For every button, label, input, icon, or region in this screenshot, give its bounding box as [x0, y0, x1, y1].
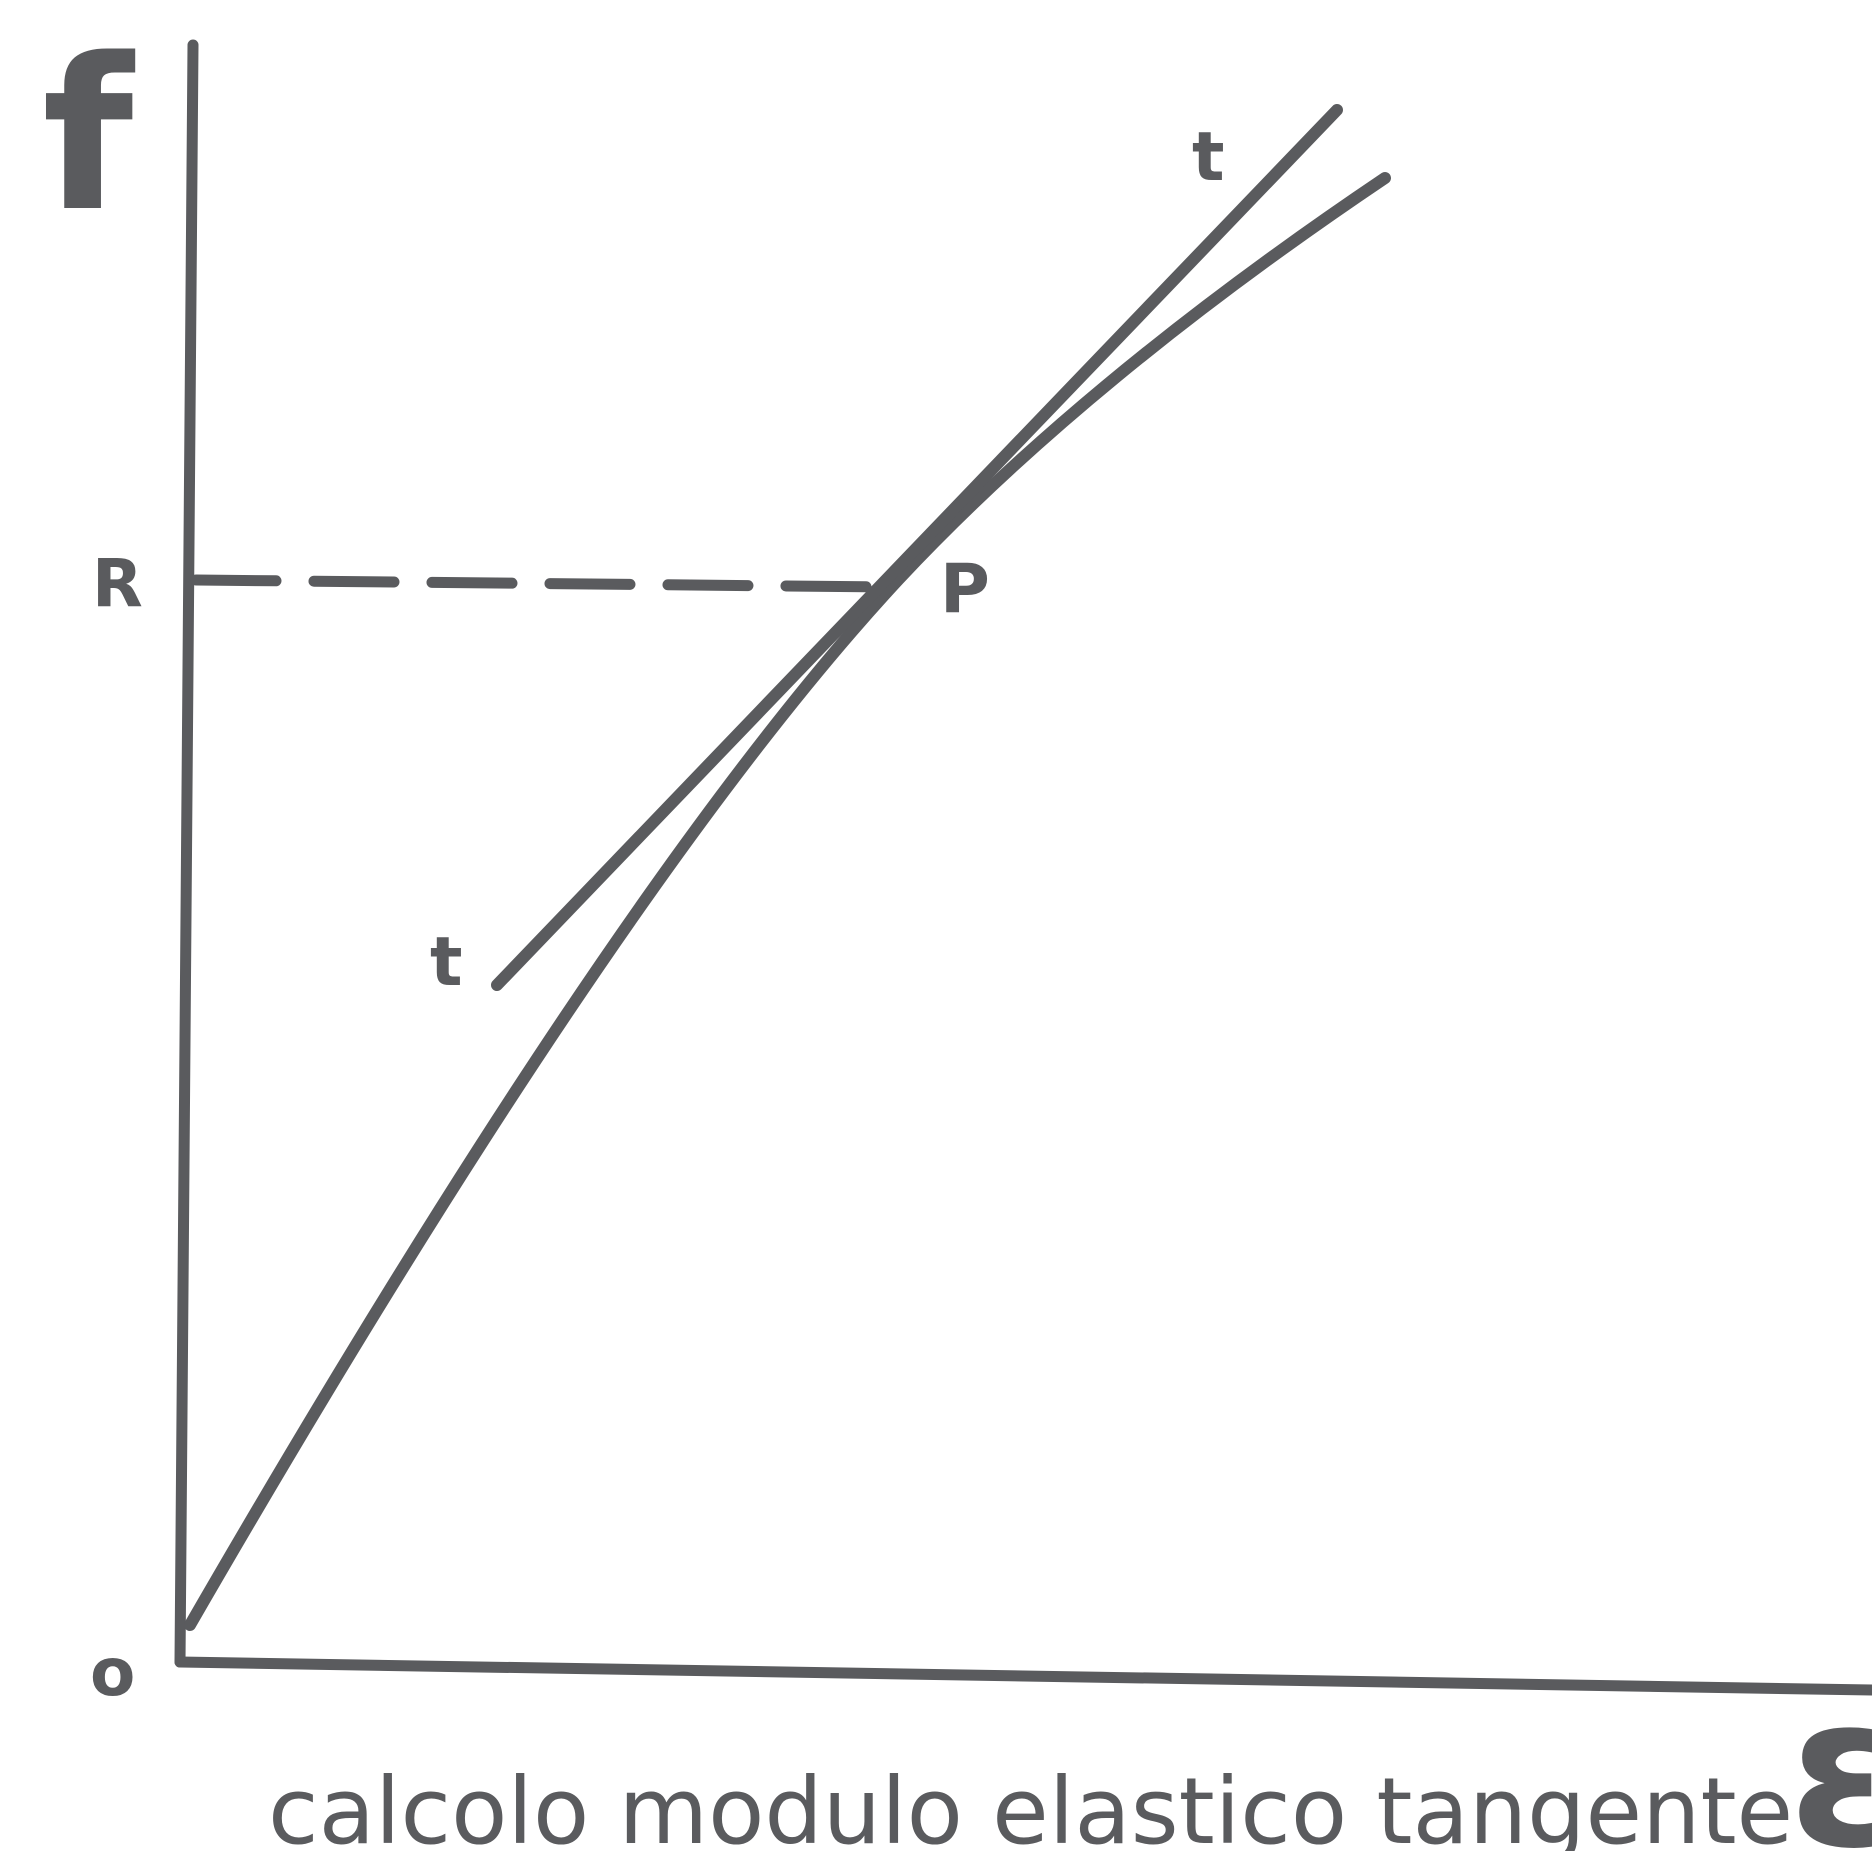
reference-dashed-line — [190, 574, 896, 593]
tangent-lower-end-label: t — [430, 923, 463, 1002]
tangent-upper-end-label: t — [1192, 118, 1225, 197]
tangent-line — [491, 104, 1343, 991]
x-axis — [174, 1656, 1872, 1696]
point-label: P — [940, 550, 990, 629]
y-axis-label: f — [42, 13, 136, 258]
diagram-caption: calcolo modulo elastico tangente — [268, 1758, 1793, 1851]
y-axis — [174, 39, 199, 1668]
stress-strain-curve — [184, 172, 1391, 1631]
x-axis-label: ε — [1788, 1650, 1872, 1851]
reference-level-label: R — [92, 545, 143, 622]
origin-label: o — [90, 1634, 135, 1711]
